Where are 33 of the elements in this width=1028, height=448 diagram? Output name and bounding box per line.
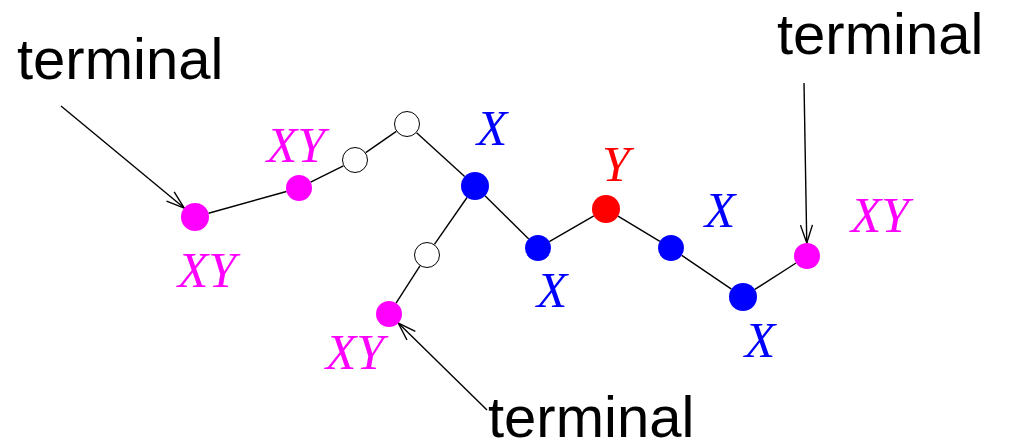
connector-line <box>309 165 345 183</box>
connector-line <box>754 262 797 291</box>
vertex-label: X <box>744 315 776 365</box>
connector-line <box>484 195 530 240</box>
vertex-dot <box>181 203 209 231</box>
terminal-label: terminal <box>488 388 695 446</box>
leader-arrow <box>799 82 814 244</box>
vertex-label: X <box>476 103 508 153</box>
connector-line <box>617 215 661 242</box>
connector-line <box>548 215 595 243</box>
hollow-vertex-dot <box>394 111 420 137</box>
vertex-dot <box>658 235 684 261</box>
vertex-dot <box>729 283 757 311</box>
connector-line <box>415 132 466 178</box>
connector-line <box>681 254 733 290</box>
vertex-dot <box>376 301 402 327</box>
vertex-label: X <box>536 265 568 315</box>
hollow-vertex-dot <box>414 242 440 268</box>
vertex-dot <box>286 175 312 201</box>
connector-line <box>365 130 397 154</box>
vertex-dot <box>525 235 551 261</box>
terminal-label: terminal <box>777 5 984 63</box>
connector-line <box>395 265 421 304</box>
leader-arrow <box>60 105 185 209</box>
vertex-dot <box>794 243 820 269</box>
vertex-label: X <box>704 185 736 235</box>
terminal-label: terminal <box>17 30 224 88</box>
hollow-vertex-dot <box>342 147 368 173</box>
leader-arrow <box>397 322 488 411</box>
connector-line <box>433 196 468 246</box>
connector-line <box>207 190 288 214</box>
vertex-dot <box>592 195 620 223</box>
vertex-dot <box>461 172 489 200</box>
